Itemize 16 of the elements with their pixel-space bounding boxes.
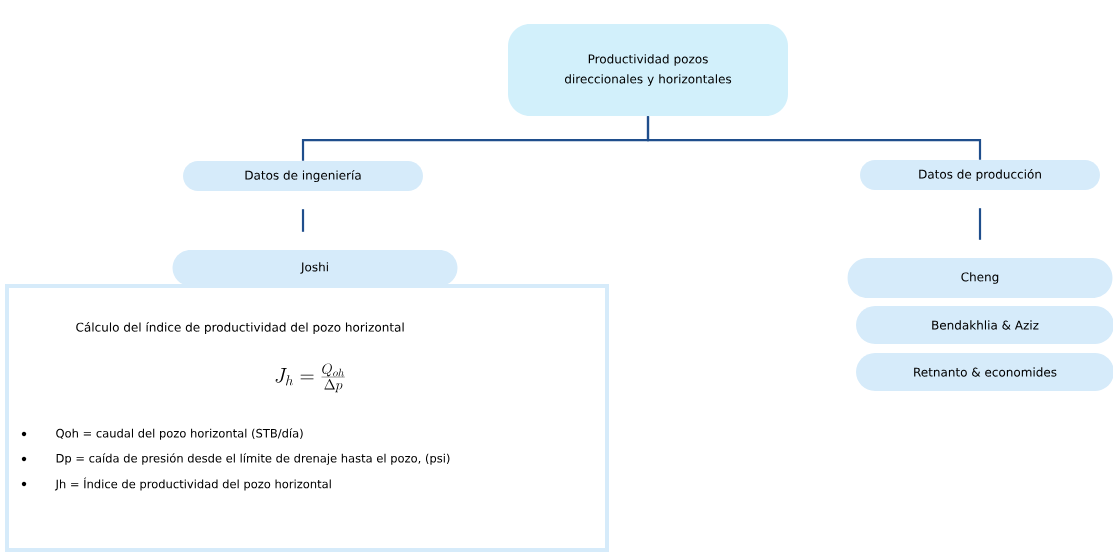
connector-line: [646, 116, 982, 160]
node-label: Joshi: [300, 262, 328, 274]
topic-pill: Datos de ingeniería: [183, 161, 423, 191]
bullet-item: Jh = Índice de productividad del pozo horizontal: [54, 477, 331, 491]
topic-cloud: Productividad pozos direccionales y horizontales: [508, 24, 788, 116]
connector-line: [978, 208, 982, 240]
topic-pill: Joshi: [172, 250, 458, 286]
panel-heading: Cálculo del índice de productividad del pozo horizontal: [76, 321, 404, 335]
formula: $J_{h} = \frac{Q_{oh}}{\Delta p}$: [275, 363, 345, 393]
topic-pill: Cheng: [847, 258, 1113, 298]
bullet-item: Dp = caída de presión desde el límite de drenaje hasta el pozo, (psi): [56, 453, 450, 465]
connector-line: [301, 209, 305, 232]
topic-pill: Retnanto & economides: [856, 353, 1113, 391]
topic-pill: Bendakhlia & Aziz: [856, 306, 1113, 344]
bullet-item: Qoh = caudal del pozo horizontal (STB/día): [56, 428, 303, 440]
topic-pill: Datos de producción: [860, 160, 1100, 190]
